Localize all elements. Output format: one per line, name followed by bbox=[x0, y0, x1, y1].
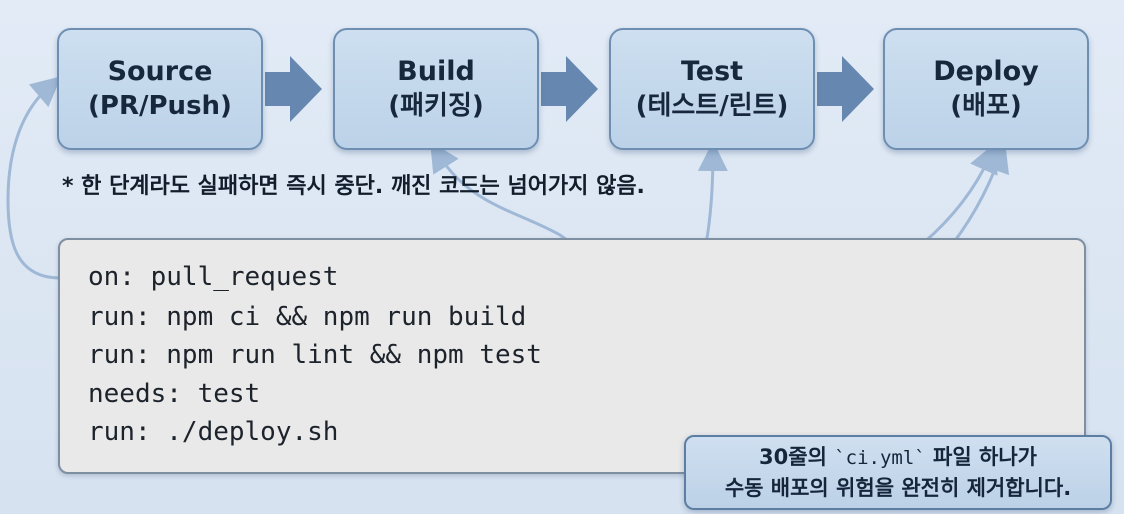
flow-arrow-test-deploy bbox=[817, 56, 874, 122]
code-line-build: run: npm ci && npm run build bbox=[88, 302, 527, 332]
workflow-code-box: on: pull_request run: npm ci && npm run … bbox=[58, 238, 1086, 474]
stage-subtitle: (테스트/린트) bbox=[635, 91, 789, 121]
stage-title: Source bbox=[107, 56, 213, 87]
summary-callout: 30줄의 `ci.yml` 파일 하나가 수동 배포의 위험을 완전히 제거합니… bbox=[684, 435, 1112, 510]
callout-line-1: 30줄의 `ci.yml` 파일 하나가 bbox=[759, 442, 1037, 473]
callout-suffix: 파일 하나가 bbox=[925, 445, 1037, 469]
code-line-deploy: run: ./deploy.sh bbox=[88, 417, 339, 447]
stage-title: Build bbox=[397, 56, 475, 87]
code-line-needs: needs: test bbox=[88, 379, 261, 409]
flow-arrow-build-test bbox=[541, 56, 598, 122]
stage-subtitle: (패키징) bbox=[388, 91, 484, 121]
flow-arrow-source-build bbox=[265, 56, 322, 122]
stage-test: Test (테스트/린트) bbox=[609, 28, 815, 150]
callout-prefix: 30줄의 bbox=[759, 445, 835, 469]
stage-subtitle: (PR/Push) bbox=[88, 91, 232, 121]
code-line-test: run: npm run lint && npm test bbox=[88, 340, 542, 370]
stage-title: Test bbox=[680, 56, 744, 87]
connector-on-to-source bbox=[6, 76, 62, 280]
stage-subtitle: (배포) bbox=[950, 91, 1022, 121]
callout-filename: `ci.yml` bbox=[834, 447, 926, 469]
stage-build: Build (패키징) bbox=[333, 28, 539, 150]
failure-note: * 한 단계라도 실패하면 즉시 중단. 깨진 코드는 넘어가지 않음. bbox=[62, 174, 645, 199]
stage-deploy: Deploy (배포) bbox=[883, 28, 1089, 150]
code-line-on: on: pull_request bbox=[88, 262, 339, 292]
stage-title: Deploy bbox=[933, 56, 1039, 87]
callout-line-2: 수동 배포의 위험을 완전히 제거합니다. bbox=[724, 476, 1072, 500]
stage-source: Source (PR/Push) bbox=[57, 28, 263, 150]
